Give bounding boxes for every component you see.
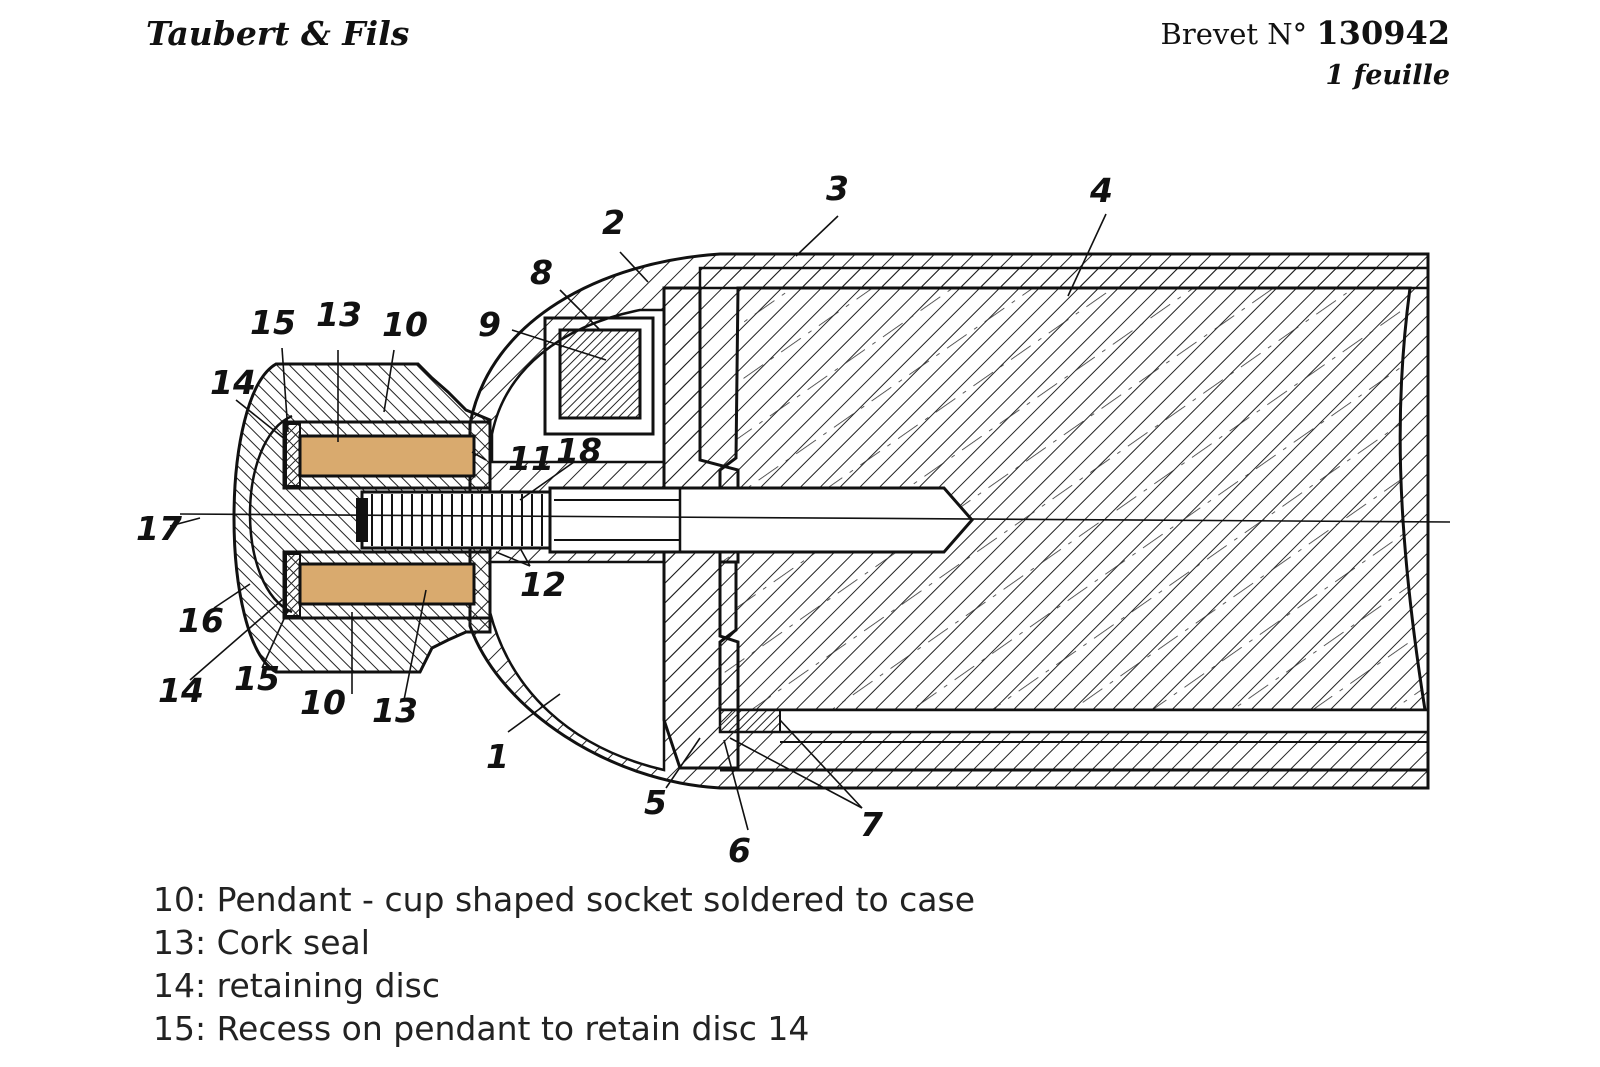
callout-6: 6 bbox=[728, 831, 751, 870]
callout-8: 8 bbox=[530, 253, 553, 292]
gasket-part-8 bbox=[558, 328, 642, 420]
cork-seal-bottom bbox=[298, 562, 476, 606]
callout-5: 5 bbox=[644, 783, 667, 822]
callout-10-bottom: 10 bbox=[300, 683, 346, 722]
sheet-count: 1 feuille bbox=[1325, 60, 1450, 91]
callout-12: 12 bbox=[520, 565, 566, 604]
seat-part-9 bbox=[543, 316, 655, 436]
callout-14-top: 14 bbox=[210, 363, 256, 402]
brevet-number: Brevet N° 130942 bbox=[1160, 14, 1450, 52]
legend-item-15: 15: Recess on pendant to retain disc 14 bbox=[153, 1009, 810, 1048]
retaining-disc-top bbox=[285, 423, 301, 487]
callout-10-top: 10 bbox=[382, 305, 428, 344]
callout-7: 7 bbox=[860, 805, 883, 844]
legend: 10: Pendant - cup shaped socket soldered… bbox=[153, 878, 975, 1050]
patent-header: Brevet N° 130942 1 feuille bbox=[1161, 14, 1450, 91]
callout-15-top: 15 bbox=[250, 303, 296, 342]
legend-item-10: 10: Pendant - cup shaped socket soldered… bbox=[153, 880, 976, 919]
centre-axis bbox=[179, 513, 1451, 523]
callout-18: 18 bbox=[556, 431, 602, 470]
bottom-plate-part-7 bbox=[718, 708, 1430, 734]
legend-item-13: 13: Cork seal bbox=[153, 923, 370, 962]
maker-name: Taubert & Fils bbox=[146, 14, 410, 53]
retaining-disc-bottom bbox=[285, 553, 301, 617]
callout-15-bottom: 15 bbox=[234, 659, 280, 698]
stem-threads bbox=[371, 494, 543, 546]
socket-frame-bottom bbox=[282, 550, 492, 620]
callout-9: 9 bbox=[478, 305, 501, 344]
cork-seal-top bbox=[298, 434, 476, 478]
socket-frame-top bbox=[282, 420, 492, 490]
callout-13-top: 13 bbox=[316, 295, 362, 334]
movement-part-4 bbox=[718, 286, 1427, 712]
callout-13-bottom: 13 bbox=[372, 691, 418, 730]
case-cavity-lower bbox=[488, 560, 666, 772]
callout-16: 16 bbox=[178, 601, 224, 640]
callout-4: 4 bbox=[1089, 171, 1113, 210]
callout-1: 1 bbox=[486, 737, 509, 776]
winding-stem bbox=[548, 486, 974, 554]
rim-part-3 bbox=[698, 266, 1430, 290]
stem-tip bbox=[356, 498, 368, 542]
callout-2: 2 bbox=[602, 203, 625, 242]
callout-17: 17 bbox=[136, 509, 182, 548]
callout-11: 11 bbox=[508, 439, 554, 478]
legend-item-14: 14: retaining disc bbox=[153, 966, 440, 1005]
leader-lines bbox=[169, 213, 1107, 831]
callout-3: 3 bbox=[826, 169, 849, 208]
callout-14-bottom: 14 bbox=[158, 671, 204, 710]
